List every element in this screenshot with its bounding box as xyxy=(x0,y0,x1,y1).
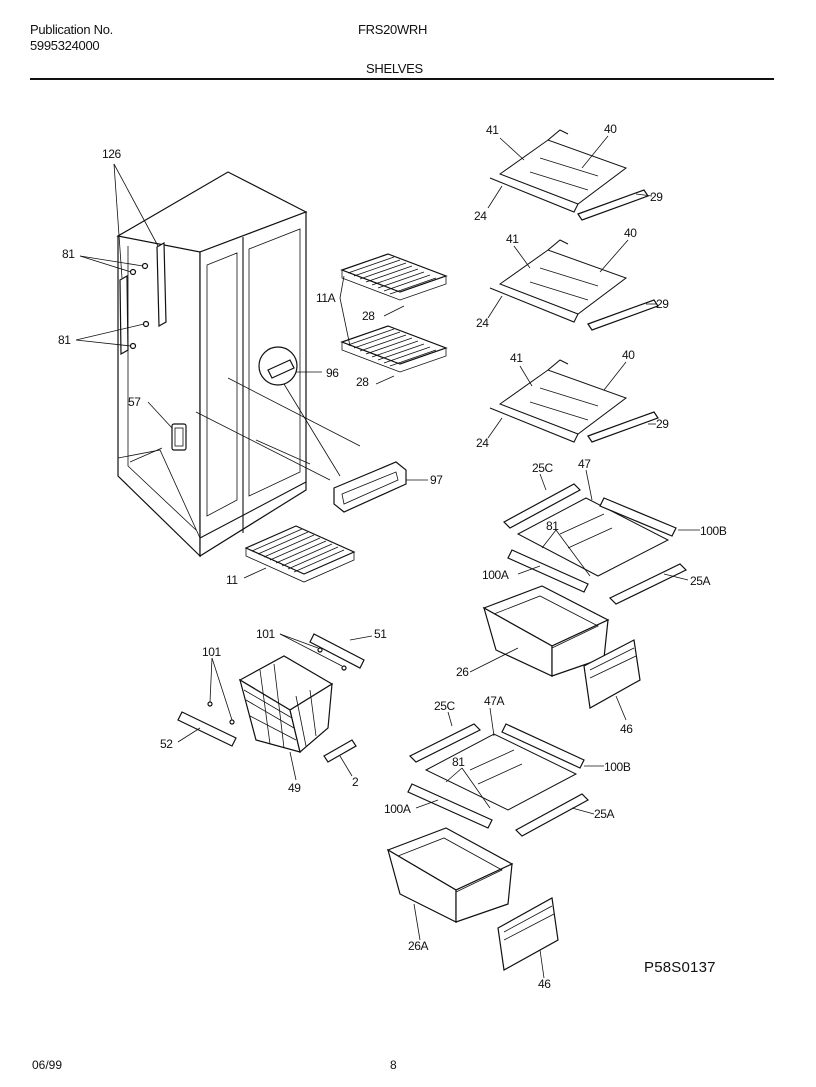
callout-81-upper: 81 xyxy=(62,247,75,261)
callout-100b-a: 100B xyxy=(700,524,727,538)
callout-24-c: 24 xyxy=(476,436,489,450)
glass-shelf-assembly-2 xyxy=(487,239,659,331)
callout-100a-b: 100A xyxy=(384,802,411,816)
callout-2: 2 xyxy=(352,775,359,789)
basket-support-52 xyxy=(177,657,237,747)
callout-24-a: 24 xyxy=(474,209,487,223)
drawer-front-46-lower xyxy=(497,897,559,979)
callout-100b-b: 100B xyxy=(604,760,631,774)
drawer-front-46-upper xyxy=(583,639,641,721)
section-title: SHELVES xyxy=(366,61,423,76)
callout-11a: 11A xyxy=(316,291,336,305)
callout-46-lower: 46 xyxy=(538,977,551,991)
callout-81-d: 81 xyxy=(452,755,465,769)
leader-lines-cabinet xyxy=(195,377,361,481)
callout-47a: 47A xyxy=(484,694,505,708)
header-rule xyxy=(30,78,774,80)
crisper-cover-47a xyxy=(407,707,604,837)
part-97-shelf xyxy=(333,461,428,513)
callout-28-lower: 28 xyxy=(356,375,369,389)
callout-24-b: 24 xyxy=(476,316,489,330)
wire-shelf-11a-upper xyxy=(340,253,448,301)
callout-25a-a: 25A xyxy=(690,574,711,588)
publication-number: 5995324000 xyxy=(30,38,100,53)
callout-47: 47 xyxy=(578,457,591,471)
callout-40-c: 40 xyxy=(622,348,635,362)
callout-46-upper: 46 xyxy=(620,722,633,736)
glass-shelf-assembly-3 xyxy=(487,359,659,443)
callout-126: 126 xyxy=(102,147,122,161)
callout-81-lower: 81 xyxy=(58,333,71,347)
callout-40-a: 40 xyxy=(604,122,617,136)
part-96-detail xyxy=(258,346,341,477)
callout-40-b: 40 xyxy=(624,226,637,240)
callout-52: 52 xyxy=(160,737,173,751)
callout-41-b: 41 xyxy=(506,232,519,246)
crisper-drawer-26a xyxy=(386,827,514,941)
callout-25c-b: 25C xyxy=(434,699,456,713)
footer-date: 06/99 xyxy=(32,1058,63,1072)
callout-97: 97 xyxy=(430,473,443,487)
callout-49: 49 xyxy=(288,781,301,795)
publication-label: Publication No. xyxy=(30,22,113,37)
callout-28-upper: 28 xyxy=(362,309,375,323)
part-2 xyxy=(323,739,357,777)
callout-11: 11 xyxy=(226,573,238,587)
callout-81-c: 81 xyxy=(546,519,559,533)
crisper-drawer-26 xyxy=(469,585,610,677)
callout-29-a: 29 xyxy=(650,190,663,204)
basket-support-51 xyxy=(279,633,373,671)
callout-57: 57 xyxy=(128,395,141,409)
callout-26: 26 xyxy=(456,665,469,679)
refrigerator-cabinet xyxy=(116,171,308,558)
footer-page-number: 8 xyxy=(390,1058,397,1072)
basket-49 xyxy=(238,655,334,781)
callout-101-b: 101 xyxy=(202,645,222,659)
wire-shelf-11a-lower xyxy=(340,325,448,373)
screws-81-left xyxy=(75,255,150,350)
callout-101-a: 101 xyxy=(256,627,276,641)
callout-41-c: 41 xyxy=(510,351,523,365)
wire-shelf-11 xyxy=(243,525,356,583)
glass-shelf-assembly-1 xyxy=(487,129,653,221)
callout-29-b: 29 xyxy=(656,297,669,311)
callout-100a-a: 100A xyxy=(482,568,509,582)
part-57 xyxy=(147,401,187,451)
callout-25a-b: 25A xyxy=(594,807,615,821)
callout-41-a: 41 xyxy=(486,123,499,137)
callout-26a: 26A xyxy=(408,939,429,953)
callout-51: 51 xyxy=(374,627,387,641)
crisper-cover-47 xyxy=(503,469,700,605)
door-liner-strips xyxy=(113,163,167,356)
diagram-code: P58S0137 xyxy=(644,959,716,976)
callout-96: 96 xyxy=(326,366,339,380)
callout-29-c: 29 xyxy=(656,417,669,431)
model-number: FRS20WRH xyxy=(358,22,428,37)
leaders-11a-28 xyxy=(339,275,405,385)
callout-25c-a: 25C xyxy=(532,461,554,475)
